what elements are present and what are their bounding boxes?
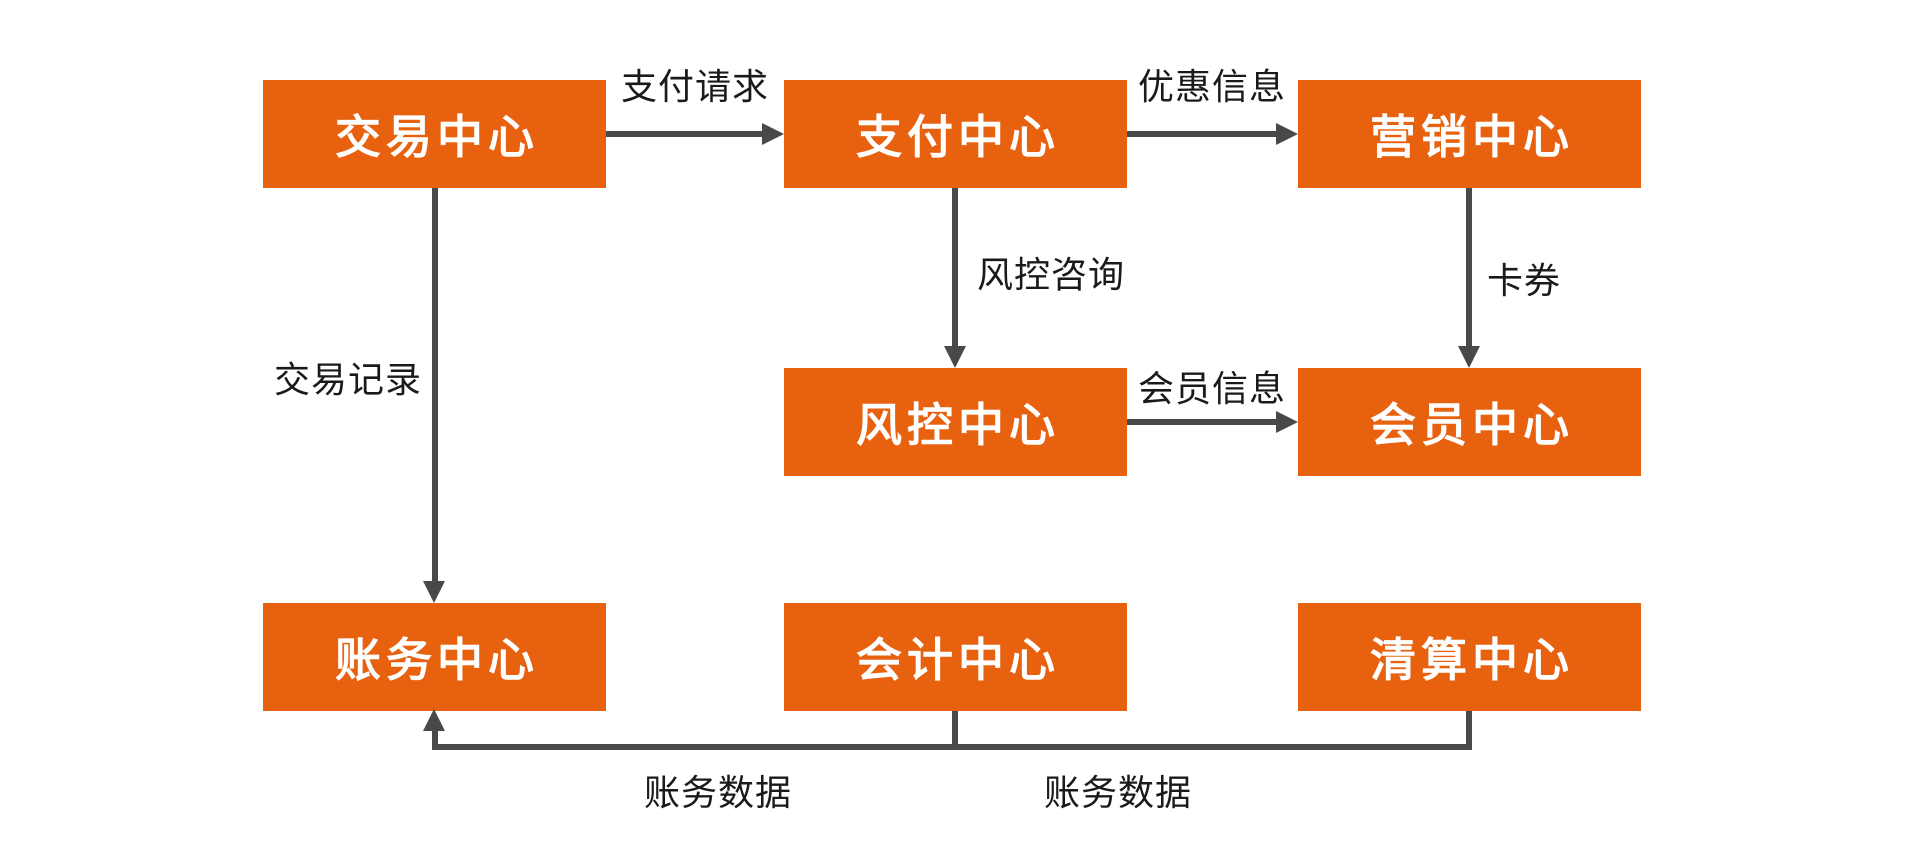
arrowhead-right-icon: [1276, 123, 1298, 145]
edge-payment-to-marketing-line: [1127, 131, 1278, 137]
node-accounting-center: 会计中心: [784, 603, 1127, 711]
node-marketing-center: 营销中心: [1298, 80, 1641, 188]
edge-bottom-bus-line: [432, 744, 1472, 750]
edge-payment-to-risk-line: [952, 188, 958, 348]
arrowhead-right-icon: [762, 123, 784, 145]
edge-label-coupon: 卡券: [1486, 260, 1562, 301]
arrowhead-down-icon: [1458, 346, 1480, 368]
edge-label-member-info: 会员信息: [1137, 368, 1287, 409]
arrowhead-up-icon: [423, 709, 445, 731]
edge-label-payment-request: 支付请求: [620, 66, 770, 107]
edge-risk-to-member-line: [1127, 419, 1278, 425]
edge-label-risk-consult: 风控咨询: [976, 254, 1126, 295]
edge-trade-to-payment-line: [606, 131, 764, 137]
edge-label-account-data-right: 账务数据: [1043, 772, 1193, 813]
edge-accounting-stub-line: [952, 711, 958, 750]
arrowhead-down-icon: [944, 346, 966, 368]
edge-trade-to-account-line: [432, 188, 438, 583]
edge-bus-to-account-line: [432, 731, 438, 747]
arrowhead-down-icon: [423, 581, 445, 603]
edge-clearing-stub-line: [1466, 711, 1472, 750]
node-payment-center: 支付中心: [784, 80, 1127, 188]
arrowhead-right-icon: [1276, 411, 1298, 433]
edge-label-trade-record: 交易记录: [273, 359, 423, 400]
node-member-center: 会员中心: [1298, 368, 1641, 476]
edge-label-promo-info: 优惠信息: [1137, 66, 1287, 107]
edge-marketing-to-member-line: [1466, 188, 1472, 348]
node-risk-control-center: 风控中心: [784, 368, 1127, 476]
node-account-center: 账务中心: [263, 603, 606, 711]
node-trade-center: 交易中心: [263, 80, 606, 188]
edge-label-account-data-left: 账务数据: [643, 772, 793, 813]
node-clearing-center: 清算中心: [1298, 603, 1641, 711]
